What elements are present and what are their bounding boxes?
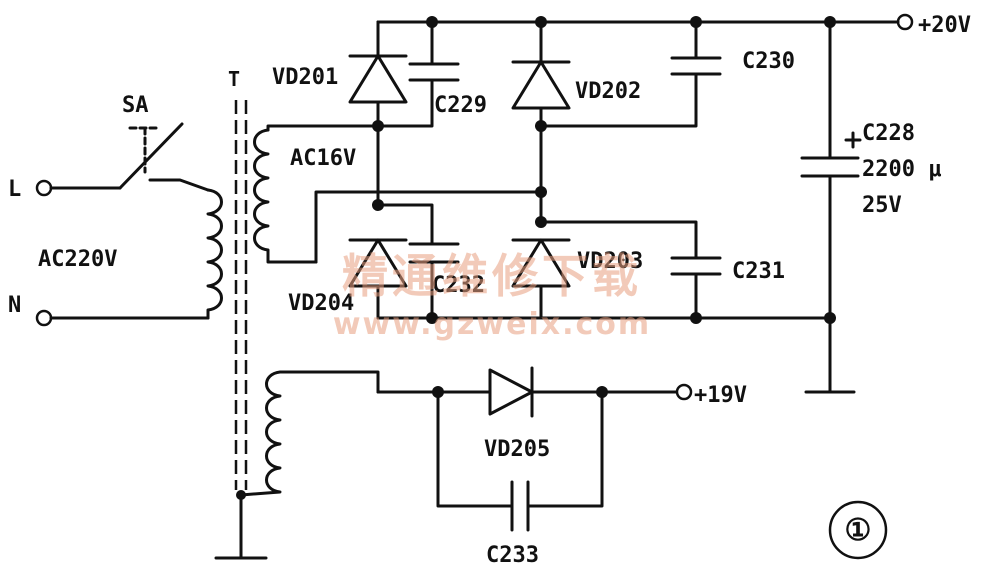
- watermark-text: 精通维修下载: [342, 249, 642, 303]
- junction: [426, 312, 438, 324]
- core-ground: [214, 493, 268, 560]
- label-ac16v: AC16V: [290, 146, 356, 171]
- c232-symbol: [376, 203, 460, 320]
- ac-input: L N AC220V: [8, 177, 210, 327]
- junction: [535, 16, 547, 28]
- bridge-rectifier: +20V VD201 C229 VD204 C232 VD202 C230: [272, 13, 971, 394]
- label-ac220v: AC220V: [38, 247, 117, 272]
- c230-symbol: [539, 20, 722, 128]
- vd202-body: [511, 60, 571, 110]
- secondary1-top-wire: [266, 124, 380, 132]
- junction: [690, 16, 702, 28]
- switch-sa: SA: [118, 93, 210, 192]
- label-plus-20v: +20V: [918, 13, 971, 38]
- junction: [372, 199, 384, 211]
- c228-plus: [844, 131, 862, 149]
- label-vd205: VD205: [484, 437, 550, 462]
- junction: [596, 386, 608, 398]
- secondary-winding-2: [239, 370, 380, 497]
- label-vd201: VD201: [272, 65, 338, 90]
- c231-symbol: [539, 220, 722, 320]
- label-plus-19v: +19V: [694, 383, 747, 408]
- primary-winding: [206, 188, 223, 320]
- label-c228-value: 2200 μ: [862, 157, 941, 182]
- label-vd203: VD203: [577, 249, 643, 274]
- junction: [824, 312, 836, 324]
- switch-contact: [148, 178, 210, 192]
- terminal-plus-19v: [675, 383, 693, 401]
- figure-number-circle: [828, 500, 888, 560]
- c228-symbol: [800, 20, 860, 394]
- terminal-plus-20v: [896, 13, 914, 31]
- label-c230: C230: [742, 49, 795, 74]
- label-c228: C228: [862, 121, 915, 146]
- secondary-coil-2: [239, 370, 380, 497]
- terminal-n: [35, 309, 53, 327]
- junction: [426, 16, 438, 28]
- junction: [535, 186, 547, 198]
- label-vd202: VD202: [575, 79, 641, 104]
- vd205-body: [488, 368, 534, 416]
- junction: [372, 120, 384, 132]
- junction: [432, 386, 444, 398]
- vd201-body: [348, 54, 408, 104]
- figure-number: ①: [845, 513, 872, 548]
- switch-blade: [118, 122, 184, 190]
- label-sa: SA: [122, 93, 149, 118]
- label-c232: C232: [432, 273, 485, 298]
- c233-symbol: [436, 390, 604, 532]
- label-c233: C233: [486, 543, 539, 568]
- label-vd204: VD204: [288, 291, 354, 316]
- secondary-winding-1: AC16V: [253, 124, 380, 264]
- label-c229: C229: [434, 93, 487, 118]
- label-c231: C231: [732, 259, 785, 284]
- watermark-url: www.gzweix.com: [333, 307, 651, 342]
- primary-coil: [206, 188, 223, 320]
- junction: [535, 216, 547, 228]
- secondary-coil-1: [253, 128, 318, 264]
- junction: [690, 312, 702, 324]
- terminal-l: [35, 179, 53, 197]
- label-n: N: [8, 293, 21, 318]
- label-t: T: [228, 67, 240, 91]
- secondary-to-right-leg: [314, 190, 543, 264]
- switch-actuator: [128, 126, 162, 174]
- junction: [824, 16, 836, 28]
- junction: [535, 120, 547, 132]
- label-c228-voltage: 25V: [862, 193, 902, 218]
- label-l: L: [8, 177, 21, 202]
- transformer-core: T: [214, 67, 268, 560]
- output-19v: +19V VD205 C233: [376, 366, 747, 568]
